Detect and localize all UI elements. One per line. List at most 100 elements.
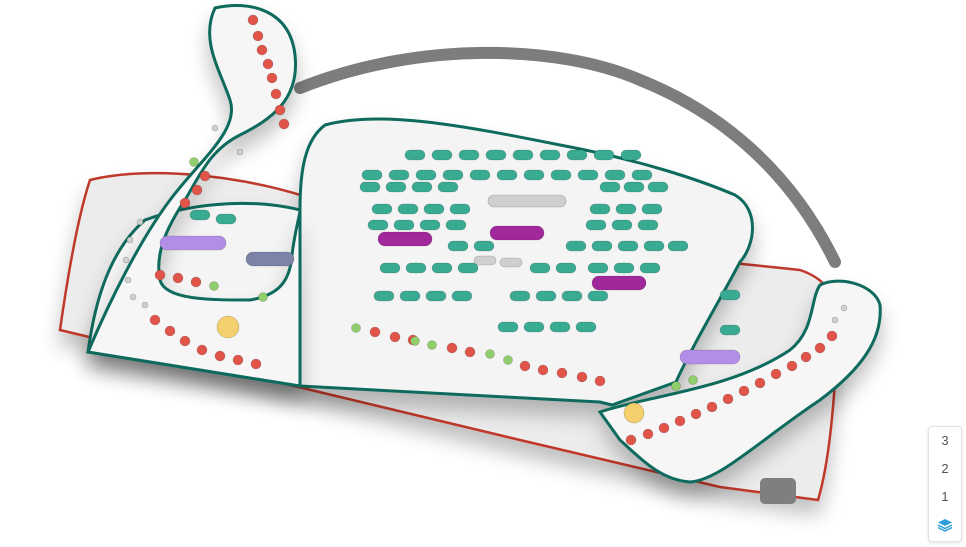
seat[interactable] — [770, 368, 782, 380]
seat-table[interactable] — [388, 169, 410, 181]
seat[interactable] — [485, 349, 495, 359]
seat-table[interactable] — [393, 219, 415, 231]
seat-table[interactable] — [637, 219, 659, 231]
seat[interactable] — [266, 72, 278, 84]
seat-table[interactable] — [512, 149, 534, 161]
seat-table[interactable] — [566, 149, 588, 161]
seat-table[interactable] — [585, 219, 607, 231]
seat-table[interactable] — [423, 203, 445, 215]
seat-table[interactable] — [550, 169, 572, 181]
seat-table[interactable] — [577, 169, 599, 181]
seat[interactable] — [576, 371, 588, 383]
seat[interactable] — [625, 434, 637, 446]
seat[interactable] — [149, 314, 161, 326]
seat-table[interactable] — [361, 169, 383, 181]
seat[interactable] — [126, 236, 134, 244]
seat-table[interactable] — [451, 290, 473, 302]
seat[interactable] — [503, 355, 513, 365]
seat-table[interactable] — [615, 203, 637, 215]
seat-table[interactable] — [405, 262, 427, 274]
seat-table[interactable] — [535, 290, 557, 302]
seat[interactable] — [537, 364, 549, 376]
seat[interactable] — [706, 401, 718, 413]
seat[interactable] — [199, 170, 211, 182]
seats-layer[interactable] — [122, 14, 848, 446]
seat-table[interactable] — [411, 181, 433, 193]
seat[interactable] — [124, 276, 132, 284]
seat[interactable] — [594, 375, 606, 387]
seat[interactable] — [164, 325, 176, 337]
seat[interactable] — [389, 331, 401, 343]
seat-table[interactable] — [561, 290, 583, 302]
seat-table[interactable] — [442, 169, 464, 181]
seat-table[interactable] — [529, 262, 551, 274]
level-2-button[interactable]: 2 — [941, 461, 949, 476]
seat-table[interactable] — [641, 203, 663, 215]
seat-table[interactable] — [599, 181, 621, 193]
seat[interactable] — [674, 415, 686, 427]
seat[interactable] — [786, 360, 798, 372]
seat-table[interactable] — [587, 290, 609, 302]
seat-table[interactable] — [496, 169, 518, 181]
seat-table[interactable] — [620, 149, 642, 161]
seat-table[interactable] — [591, 275, 647, 291]
seat-table[interactable] — [359, 181, 381, 193]
seat-table[interactable] — [469, 169, 491, 181]
seat[interactable] — [129, 293, 137, 301]
seat[interactable] — [262, 58, 274, 70]
seat[interactable] — [154, 269, 166, 281]
seat-table[interactable] — [397, 203, 419, 215]
seat[interactable] — [141, 301, 149, 309]
seat[interactable] — [623, 402, 645, 424]
seat[interactable] — [814, 342, 826, 354]
seat[interactable] — [274, 104, 286, 116]
seat-table[interactable] — [613, 262, 635, 274]
seat[interactable] — [179, 335, 191, 347]
seat-table[interactable] — [367, 219, 389, 231]
seat[interactable] — [826, 330, 838, 342]
seat-table[interactable] — [371, 203, 393, 215]
seat-table[interactable] — [617, 240, 639, 252]
seat-table[interactable] — [623, 181, 645, 193]
seat[interactable] — [446, 342, 458, 354]
seat[interactable] — [189, 157, 199, 167]
seat-table[interactable] — [523, 321, 545, 333]
seat-table[interactable] — [523, 169, 545, 181]
level-3-button[interactable]: 3 — [941, 433, 949, 448]
seat-table[interactable] — [487, 194, 567, 208]
seat-table[interactable] — [373, 290, 395, 302]
seat-table[interactable] — [611, 219, 633, 231]
seat-table[interactable] — [425, 290, 447, 302]
seat[interactable] — [464, 346, 476, 358]
seat-table[interactable] — [377, 231, 433, 247]
seat-table[interactable] — [473, 255, 497, 266]
seat[interactable] — [211, 124, 219, 132]
seat-table[interactable] — [437, 181, 459, 193]
seat-table[interactable] — [497, 321, 519, 333]
seat-table[interactable] — [719, 324, 741, 336]
seat[interactable] — [427, 340, 437, 350]
seat-table[interactable] — [445, 219, 467, 231]
seat-table[interactable] — [431, 149, 453, 161]
seat[interactable] — [800, 351, 812, 363]
seat-table[interactable] — [489, 225, 545, 241]
seat[interactable] — [658, 422, 670, 434]
seat[interactable] — [252, 30, 264, 42]
seat[interactable] — [351, 323, 361, 333]
seat-table[interactable] — [215, 213, 237, 225]
seat[interactable] — [270, 88, 282, 100]
seat[interactable] — [519, 360, 531, 372]
seat-table[interactable] — [245, 251, 295, 267]
seat-table[interactable] — [485, 149, 507, 161]
seat[interactable] — [369, 326, 381, 338]
seat-table[interactable] — [667, 240, 689, 252]
seat[interactable] — [642, 428, 654, 440]
seat-table[interactable] — [447, 240, 469, 252]
seat-table[interactable] — [591, 240, 613, 252]
seat-table[interactable] — [159, 235, 227, 251]
seat[interactable] — [738, 385, 750, 397]
seat-table[interactable] — [415, 169, 437, 181]
seat-table[interactable] — [473, 240, 495, 252]
seat-table[interactable] — [399, 290, 421, 302]
seat[interactable] — [410, 336, 420, 346]
